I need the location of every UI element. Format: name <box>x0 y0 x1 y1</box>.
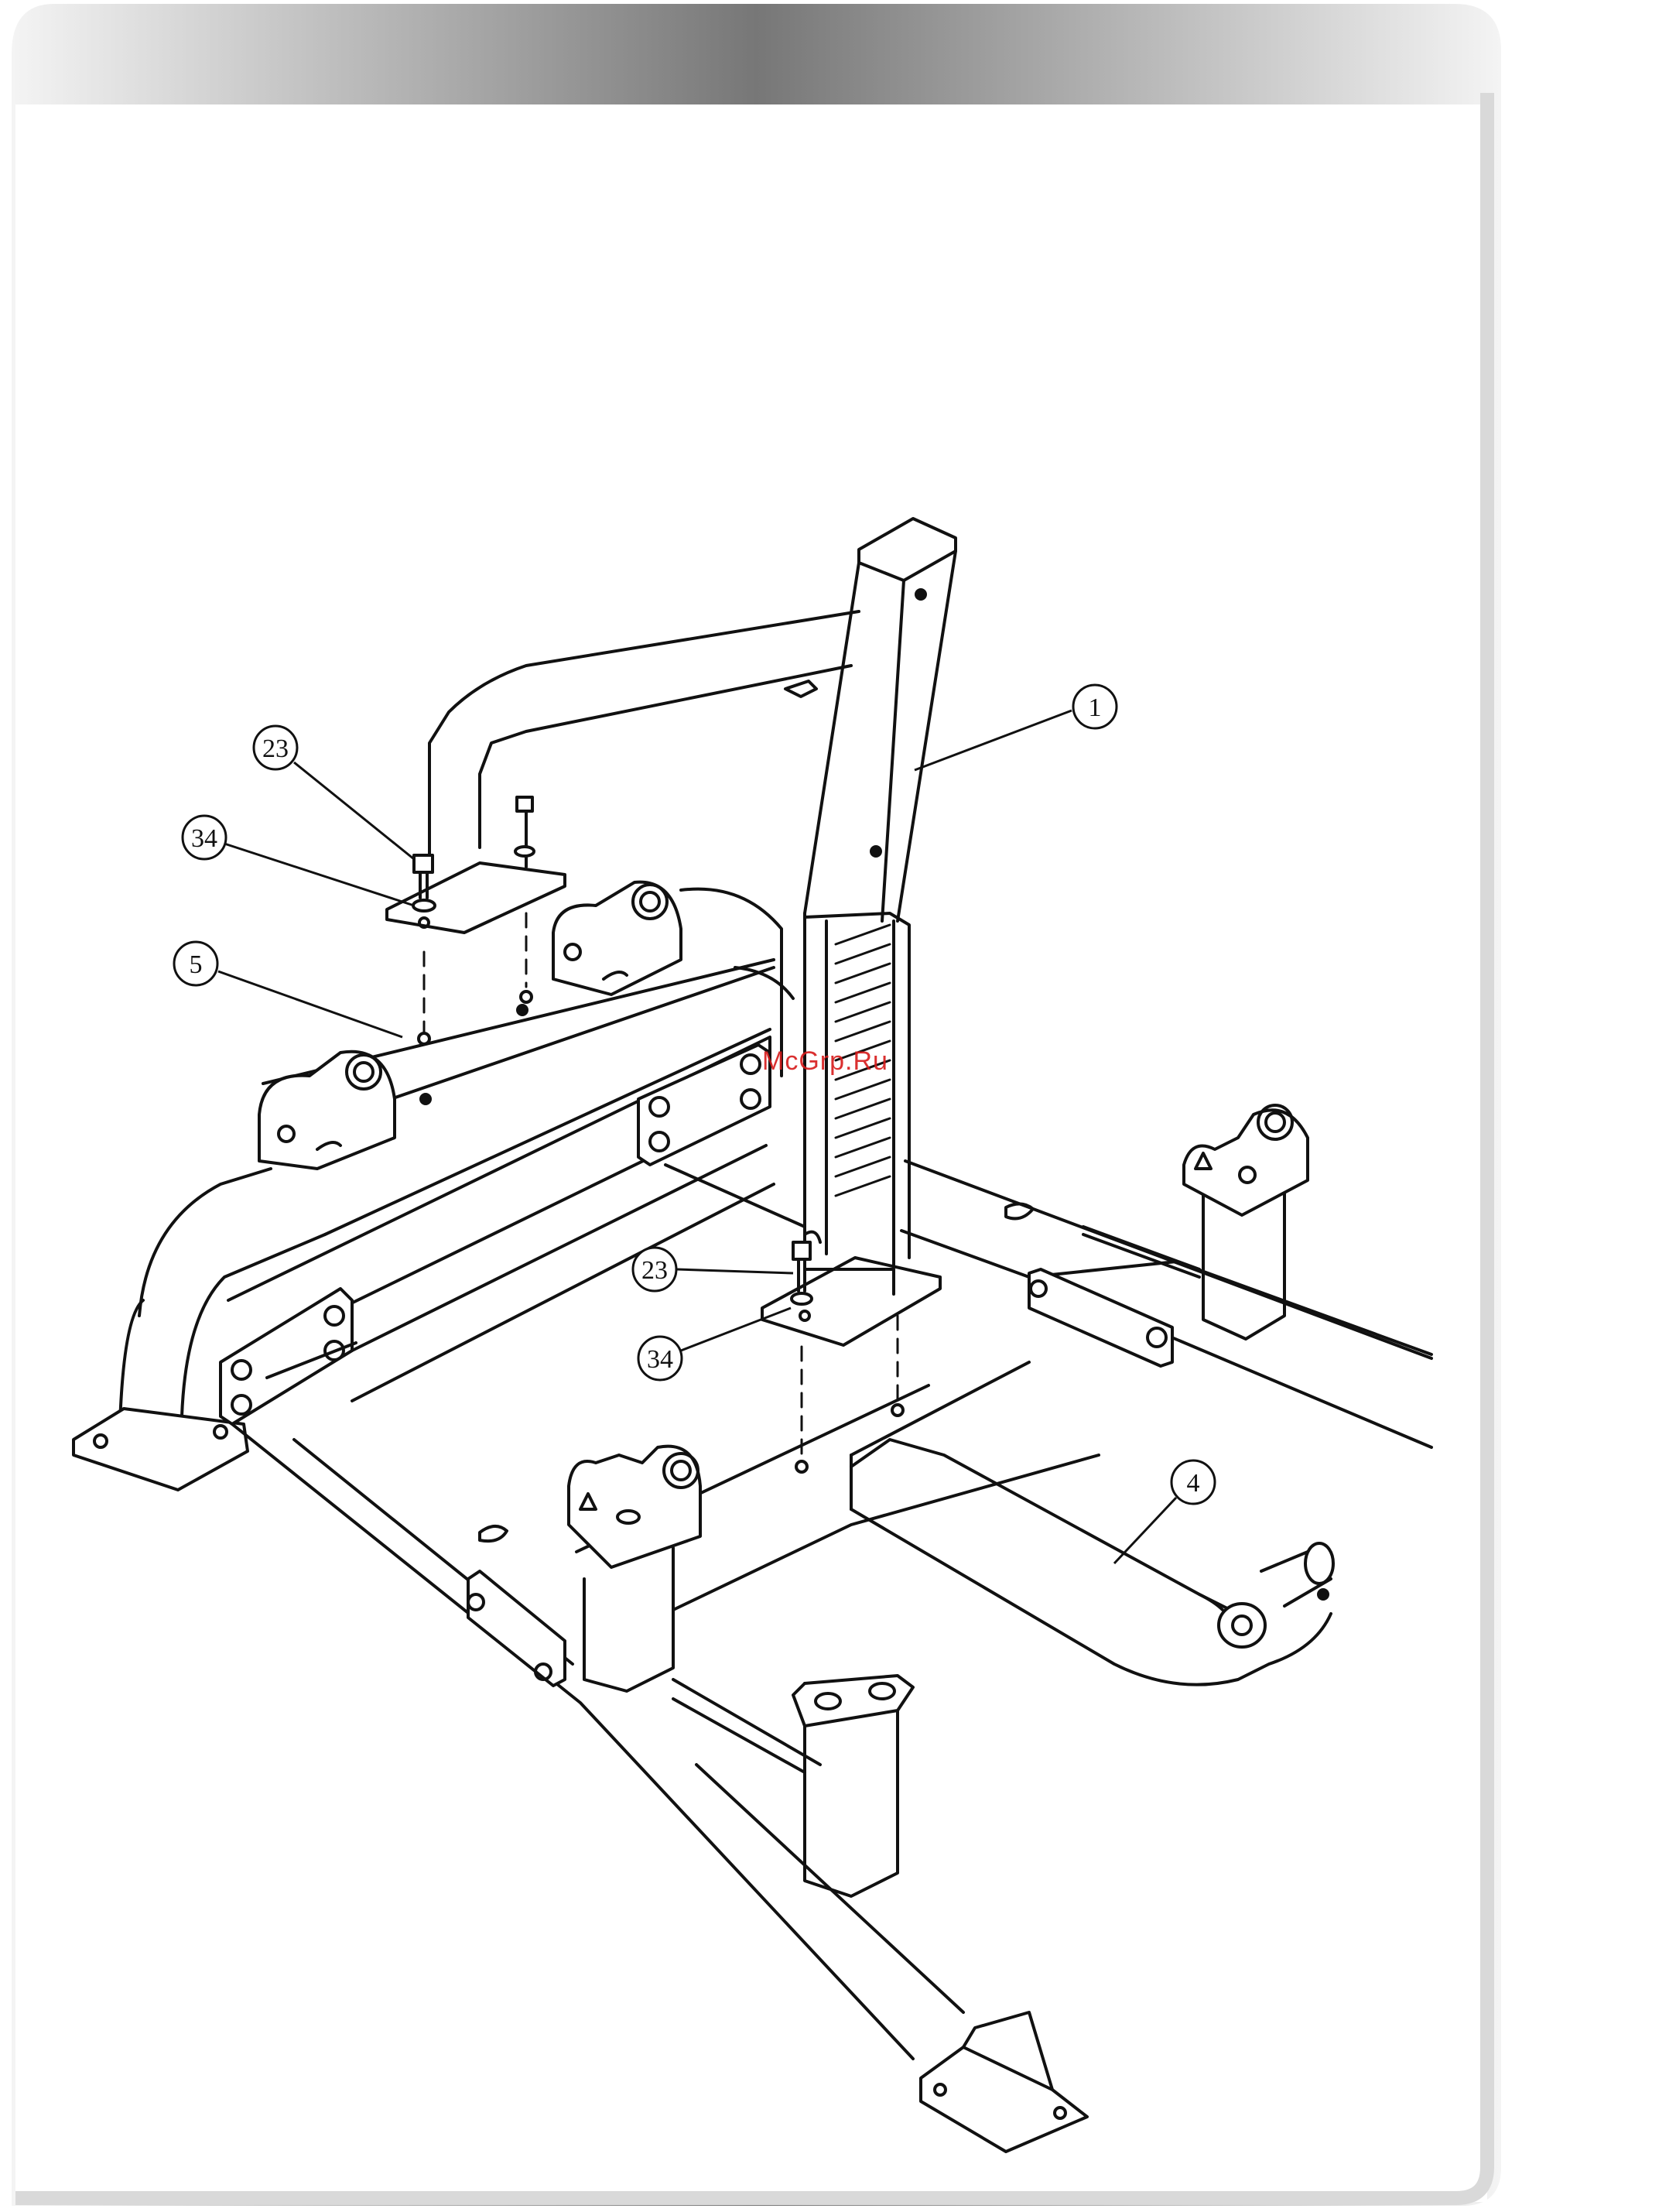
callout-label: 4 <box>1187 1469 1200 1498</box>
callout-label: 23 <box>641 1256 668 1285</box>
callout-label: 5 <box>190 950 203 979</box>
callout-label: 34 <box>191 824 217 853</box>
callout-label: 23 <box>262 734 289 763</box>
callout-label: 1 <box>1089 693 1102 722</box>
watermark-text: McGrp.Ru <box>762 1046 888 1077</box>
callout-label: 34 <box>647 1345 673 1374</box>
